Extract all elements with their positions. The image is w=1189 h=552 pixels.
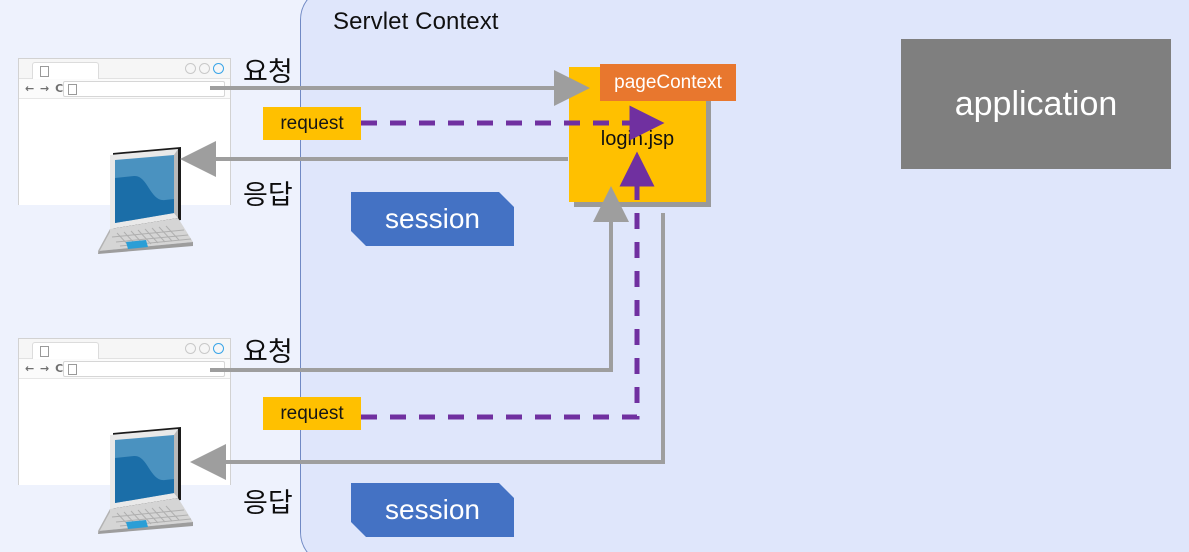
application-scope: application bbox=[901, 39, 1171, 169]
window-dot-3[interactable] bbox=[213, 343, 224, 354]
session-scope-1: session bbox=[351, 192, 514, 246]
page-icon bbox=[68, 84, 77, 95]
servlet-context-title: Servlet Context bbox=[333, 8, 499, 35]
session-scope-2: session bbox=[351, 483, 514, 537]
page-context-scope: pageContext bbox=[600, 64, 736, 101]
page-icon bbox=[40, 66, 49, 77]
request-label-2: 요청 bbox=[243, 337, 293, 368]
address-bar-input[interactable] bbox=[63, 81, 225, 97]
window-dot-1[interactable] bbox=[185, 343, 196, 354]
login-jsp-label: login.jsp bbox=[600, 128, 675, 150]
page-icon bbox=[40, 346, 49, 357]
browser-navbar: ← → C bbox=[19, 79, 230, 99]
window-controls[interactable] bbox=[185, 63, 224, 74]
browser-tab[interactable] bbox=[32, 342, 99, 359]
response-label-1: 응답 bbox=[243, 180, 293, 211]
request-scope-tag-1: request bbox=[263, 107, 361, 140]
window-dot-3[interactable] bbox=[213, 63, 224, 74]
browser-tabbar bbox=[19, 339, 230, 359]
page-icon bbox=[68, 364, 77, 375]
laptop-icon-1 bbox=[62, 146, 207, 254]
window-dot-2[interactable] bbox=[199, 63, 210, 74]
nav-back-forward-reload-icons[interactable]: ← → C bbox=[25, 362, 65, 375]
laptop-icon-2 bbox=[62, 426, 207, 534]
request-label-1: 요청 bbox=[243, 57, 293, 88]
nav-back-forward-reload-icons[interactable]: ← → C bbox=[25, 82, 65, 95]
request-scope-tag-2: request bbox=[263, 397, 361, 430]
browser-navbar: ← → C bbox=[19, 359, 230, 379]
window-controls[interactable] bbox=[185, 343, 224, 354]
response-label-2: 응답 bbox=[243, 488, 293, 519]
window-dot-2[interactable] bbox=[199, 343, 210, 354]
browser-tabbar bbox=[19, 59, 230, 79]
address-bar-input[interactable] bbox=[63, 361, 225, 377]
browser-tab[interactable] bbox=[32, 62, 99, 79]
window-dot-1[interactable] bbox=[185, 63, 196, 74]
